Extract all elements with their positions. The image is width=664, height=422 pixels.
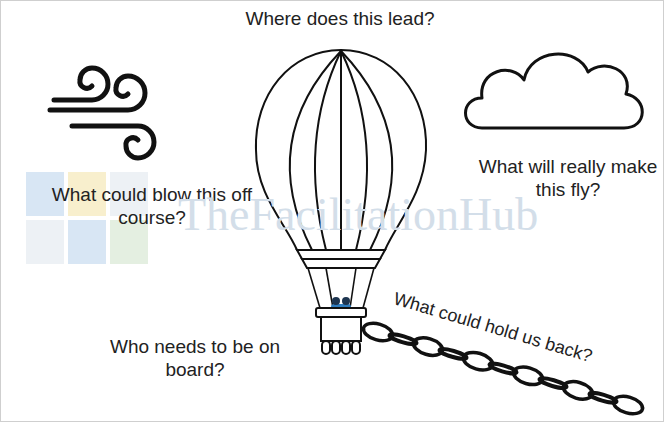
basket-ropes [308, 268, 374, 308]
cloud-icon [466, 54, 643, 128]
basket [316, 308, 366, 354]
watermark: TheFacilitationHub [178, 192, 538, 238]
question-label: Where does this lead? [180, 8, 500, 31]
question-label: Who needs to be on board? [109, 336, 281, 382]
wind-icon [50, 68, 154, 158]
